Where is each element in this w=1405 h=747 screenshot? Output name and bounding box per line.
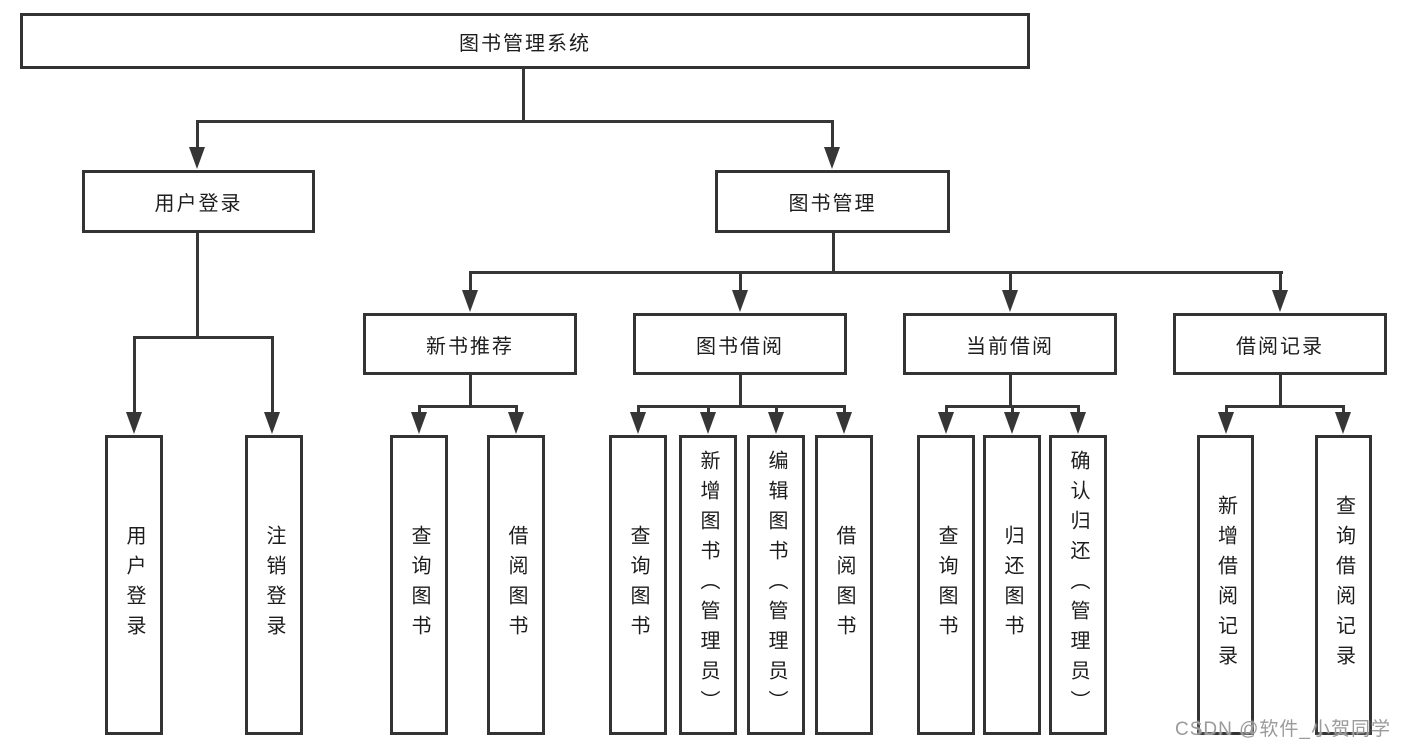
connector-line	[469, 271, 1283, 274]
leaf-confirm-return-admin: 确认归还（管理员）	[1049, 435, 1107, 735]
leaf-query-borrow-record: 查询借阅记录	[1315, 435, 1372, 735]
node-label: 用户登录	[154, 193, 243, 215]
leaf-query-books-current: 查询图书	[917, 435, 975, 735]
connector-line	[133, 336, 274, 339]
node-label: 新书推荐	[426, 335, 514, 358]
node-user-login: 用户登录	[82, 170, 315, 233]
connector-line	[133, 336, 136, 414]
arrow-down-icon	[508, 412, 524, 434]
node-current-borrowing: 当前借阅	[903, 313, 1117, 375]
node-label: 图书借阅	[696, 335, 784, 358]
node-label: 归还图书	[1001, 525, 1023, 645]
connector-line	[1077, 405, 1080, 415]
node-label: 查询图书	[408, 525, 430, 645]
arrow-down-icon	[1218, 412, 1234, 434]
csdn-watermark: CSDN @软件_小贺同学	[1175, 719, 1391, 740]
node-label: 借阅记录	[1236, 335, 1324, 358]
arrow-down-icon	[630, 412, 646, 434]
connector-line	[843, 405, 846, 415]
leaf-borrow-books-recommend: 借阅图书	[487, 435, 545, 735]
connector-line	[1279, 271, 1282, 293]
connector-line	[271, 336, 274, 414]
connector-line	[196, 120, 199, 150]
node-label: 注销登录	[263, 525, 285, 645]
node-label: 借阅图书	[505, 525, 527, 645]
connector-line	[1225, 405, 1228, 415]
connector-line	[515, 405, 518, 415]
leaf-borrow-books: 借阅图书	[815, 435, 873, 735]
leaf-query-books-recommend: 查询图书	[390, 435, 448, 735]
node-label: 查询图书	[627, 525, 649, 645]
connector-line	[1279, 375, 1282, 408]
leaf-edit-book-admin: 编辑图书（管理员）	[747, 435, 805, 735]
node-book-borrowing: 图书借阅	[633, 313, 847, 375]
node-label: 编辑图书（管理员）	[765, 450, 787, 720]
arrow-down-icon	[938, 412, 954, 434]
node-new-book-recommend: 新书推荐	[363, 313, 577, 375]
node-label: 查询图书	[935, 525, 957, 645]
arrow-down-icon	[189, 147, 205, 169]
arrow-down-icon	[768, 412, 784, 434]
leaf-return-books: 归还图书	[983, 435, 1041, 735]
node-root-library-system: 图书管理系统	[20, 13, 1030, 69]
connector-line	[739, 271, 742, 293]
connector-line	[196, 233, 199, 339]
node-label: 图书管理	[788, 193, 877, 215]
node-label: 用户登录	[123, 525, 145, 645]
node-label: 查询借阅记录	[1332, 495, 1355, 675]
connector-line	[945, 405, 948, 415]
arrow-down-icon	[264, 412, 280, 434]
connector-line	[831, 120, 834, 150]
connector-line	[832, 233, 835, 273]
node-label: 新增借阅记录	[1214, 495, 1237, 675]
connector-line	[469, 375, 472, 408]
arrow-down-icon	[126, 412, 142, 434]
arrow-down-icon	[700, 412, 716, 434]
arrow-down-icon	[1004, 412, 1020, 434]
arrow-down-icon	[1002, 290, 1018, 312]
node-label: 新增图书（管理员）	[697, 450, 719, 720]
node-book-management: 图书管理	[715, 170, 950, 233]
node-borrow-records: 借阅记录	[1173, 313, 1387, 375]
node-label: 图书管理系统	[459, 32, 591, 55]
connector-line	[739, 375, 742, 408]
node-label: 确认归还（管理员）	[1067, 450, 1089, 720]
arrow-down-icon	[824, 147, 840, 169]
arrow-down-icon	[1272, 290, 1288, 312]
connector-line	[1225, 405, 1345, 408]
leaf-user-login: 用户登录	[105, 435, 163, 735]
arrow-down-icon	[1335, 412, 1351, 434]
arrow-down-icon	[411, 412, 427, 434]
connector-line	[1011, 405, 1014, 415]
connector-line	[1342, 405, 1345, 415]
connector-line	[522, 69, 525, 120]
leaf-add-book-admin: 新增图书（管理员）	[679, 435, 737, 735]
node-label: 借阅图书	[833, 525, 855, 645]
node-label: 当前借阅	[966, 335, 1054, 358]
connector-line	[1009, 375, 1012, 408]
leaf-query-books-borrowing: 查询图书	[609, 435, 667, 735]
connector-line	[637, 405, 640, 415]
arrow-down-icon	[836, 412, 852, 434]
connector-line	[775, 405, 778, 415]
connector-line	[469, 271, 472, 293]
arrow-down-icon	[462, 290, 478, 312]
connector-line	[637, 405, 846, 408]
connector-line	[418, 405, 518, 408]
connector-line	[196, 120, 834, 123]
leaf-logout: 注销登录	[245, 435, 303, 735]
arrow-down-icon	[1070, 412, 1086, 434]
connector-line	[418, 405, 421, 415]
arrow-down-icon	[732, 290, 748, 312]
connector-line	[707, 405, 710, 415]
leaf-add-borrow-record: 新增借阅记录	[1197, 435, 1254, 735]
connector-line	[1009, 271, 1012, 293]
